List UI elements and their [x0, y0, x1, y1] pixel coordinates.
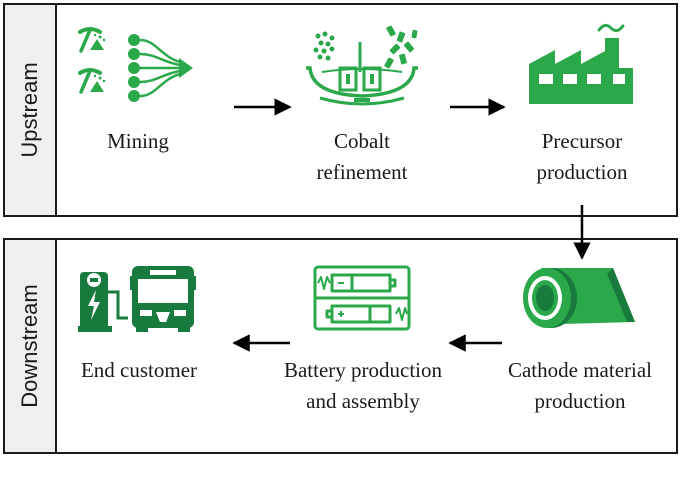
stage-label-line: and assembly: [306, 389, 420, 413]
stage-label-line: refinement: [316, 160, 408, 184]
battery-icon: [312, 264, 412, 332]
refinery-tank-icon: [302, 22, 422, 112]
stage-label-line: Precursor: [541, 129, 623, 153]
mining-icon: [76, 26, 196, 108]
stage-label-mining: Mining: [78, 126, 198, 157]
stage-label-line: End customer: [80, 358, 198, 382]
upstream-side-bar: Upstream: [5, 5, 57, 215]
material-roll-icon: [517, 262, 639, 332]
stage-label-battery-production: Battery production and assembly: [272, 355, 454, 417]
downstream-side-bar: Downstream: [5, 240, 57, 452]
stage-label-cathode-material-production: Cathode material production: [494, 355, 666, 417]
ev-charger-bus-icon: [78, 262, 202, 334]
stage-label-line: Mining: [107, 129, 169, 153]
factory-icon: [527, 18, 637, 108]
stage-label-cobalt-refinement: Cobalt refinement: [292, 126, 432, 188]
stage-label-end-customer: End customer: [66, 355, 212, 386]
stage-label-line: production: [536, 160, 628, 184]
stage-label-line: Battery production: [283, 358, 443, 382]
stage-label-line: production: [534, 389, 626, 413]
upstream-label: Upstream: [17, 62, 42, 158]
upstream-panel: Upstream: [3, 3, 678, 217]
stage-label-line: Cathode material: [507, 358, 653, 382]
stage-label-precursor-production: Precursor production: [512, 126, 652, 188]
downstream-label: Downstream: [17, 284, 42, 408]
stage-label-line: Cobalt: [334, 129, 390, 153]
